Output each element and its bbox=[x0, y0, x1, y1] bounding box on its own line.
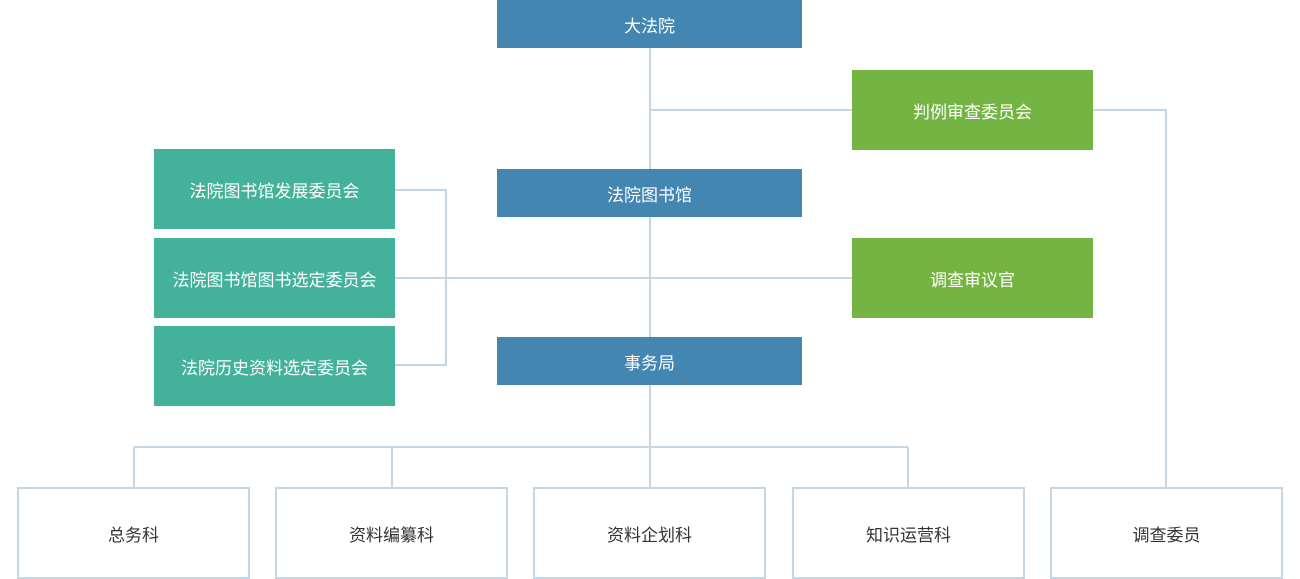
material-planning-department-node: 资料企划科 bbox=[533, 487, 766, 579]
library-development-committee-node: 法院图书馆发展委员会 bbox=[154, 149, 395, 229]
knowledge-operation-department-node: 知识运营科 bbox=[792, 487, 1025, 579]
general-affairs-department-node: 总务科 bbox=[17, 487, 250, 579]
court-library-node: 法院图书馆 bbox=[497, 169, 802, 217]
material-compilation-department-node: 资料编纂科 bbox=[275, 487, 508, 579]
research-member-node: 调查委员 bbox=[1050, 487, 1283, 579]
court-history-selection-committee-node: 法院历史资料选定委员会 bbox=[154, 326, 395, 406]
research-member-connector bbox=[1093, 109, 1167, 487]
supreme-court-node: 大法院 bbox=[497, 0, 802, 48]
secretariat-node: 事务局 bbox=[497, 337, 802, 385]
research-judge-node: 调查审议官 bbox=[852, 238, 1093, 318]
case-review-committee-node: 判例审查委员会 bbox=[852, 70, 1093, 150]
library-book-selection-committee-node: 法院图书馆图书选定委员会 bbox=[154, 238, 395, 318]
